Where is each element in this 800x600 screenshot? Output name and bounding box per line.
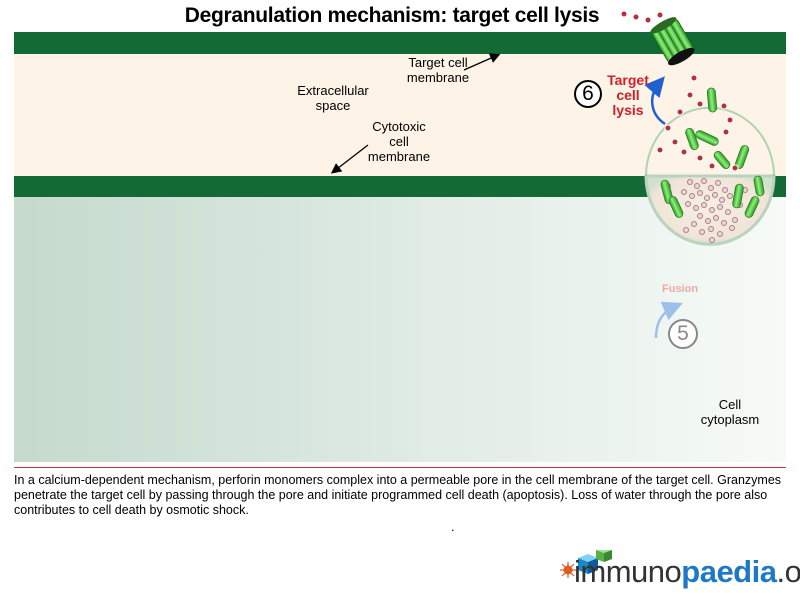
fusion-arrow [654,301,683,339]
caption-divider [14,467,786,468]
immunopaedia-logo: immunopaedia.org [556,550,800,598]
step5-circle [668,319,698,349]
step5-number: 5 [677,322,689,345]
cytotoxic-membrane-pointer [330,144,369,174]
perforin-monomers [685,87,750,169]
logo-text-org: .org [776,554,800,589]
cytoplasm-label: Cell cytoplasm [700,397,760,427]
page-title: Degranulation mechanism: target cell lys… [184,4,600,27]
target-membrane [14,32,786,54]
logo-text-paedia: paedia [681,554,777,589]
granzymes-released [620,10,739,172]
logo-cubes-icon [560,550,612,578]
step6-circle [574,80,602,108]
lysis-label: Target cell lysis [607,72,649,118]
cytotoxic-membrane-label: Cytotoxic cell membrane [367,119,431,164]
fusion-label: Fusion [662,283,699,295]
step6-number: 6 [582,82,594,105]
footnote-dot: . [451,519,455,534]
perforin-pore [650,17,695,66]
target-membrane-pointer [463,53,501,71]
target-membrane-label: Target cell membrane [406,55,470,85]
logo-text-immuno: immuno [574,554,682,589]
cytotoxic-membrane [14,176,786,197]
caption: In a calcium-dependent mechanism, perfor… [14,473,782,517]
perforin-in-granule [660,175,765,218]
diagram [14,10,786,462]
extracellular-label: Extracellular space [297,83,369,113]
lysis-arrow [644,76,666,126]
